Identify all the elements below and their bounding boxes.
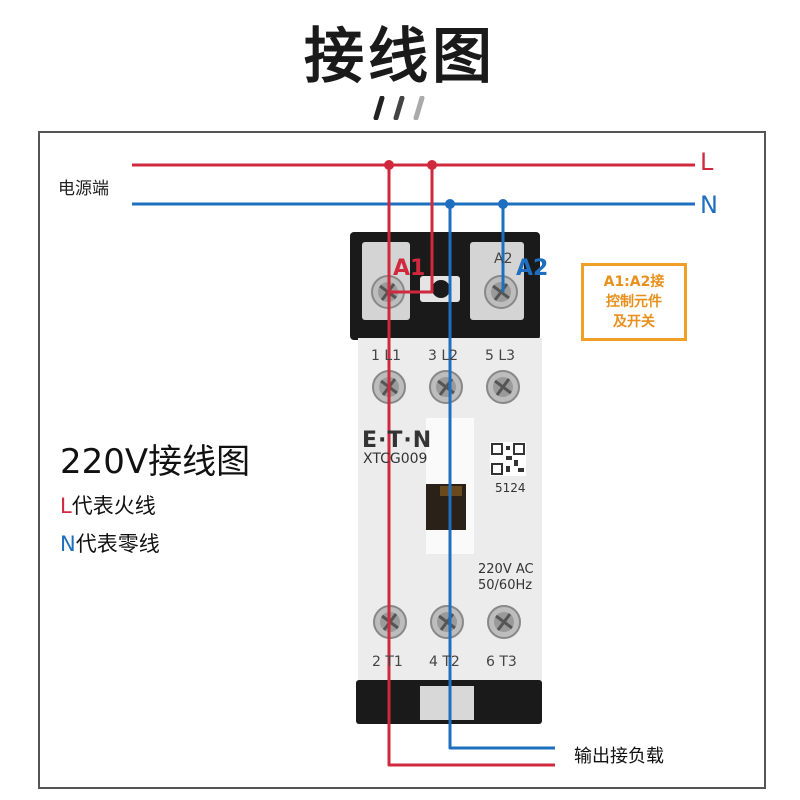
diagram-frame: [38, 131, 766, 789]
page-title: 接线图: [304, 22, 496, 92]
terminal-l2-screw: [429, 370, 463, 404]
source-label: 电源端: [58, 179, 109, 199]
terminal-label-l2: 3 L2: [428, 348, 459, 364]
legend-n-letter: N: [60, 532, 76, 556]
terminal-a2-print: A2: [494, 251, 513, 267]
coil-note-line: 控制元件: [606, 294, 662, 310]
terminal-l3-screw: [486, 370, 520, 404]
coil-note-line: A1:A2接: [603, 274, 665, 290]
legend-l: L代表火线: [60, 490, 156, 520]
legend-title: 220V接线图: [60, 442, 251, 482]
wire-l-to-l1-to-t1-output: [387, 165, 555, 767]
wire-n-label: N: [700, 191, 718, 219]
legend-n-text: 代表零线: [75, 532, 160, 556]
junction-n-a2: [498, 199, 508, 209]
terminal-t3-screw: [487, 605, 521, 639]
terminal-t2-screw: [430, 605, 464, 639]
rating-voltage: 220V AC: [478, 562, 534, 577]
brand-logo: E·T·N: [362, 428, 433, 453]
terminal-label-t3: 6 T3: [486, 654, 517, 670]
output-label: 输出接负载: [574, 746, 664, 767]
terminal-label-t2: 4 T2: [429, 654, 460, 670]
qr-code-icon: [490, 442, 526, 476]
junction-n-l2: [445, 199, 455, 209]
model-number: XTCG009: [363, 451, 428, 467]
terminal-label-t1: 2 T1: [372, 654, 403, 670]
coil-note: A1:A2接 控制元件 及开关: [581, 263, 687, 341]
terminal-a2-screw: [484, 275, 518, 309]
legend-l-text: 代表火线: [71, 494, 156, 518]
junction-l-l1: [384, 160, 394, 170]
a1-label: A1: [393, 256, 426, 281]
wire-l-to-a1: [388, 165, 434, 294]
legend-n: N代表零线: [60, 528, 160, 558]
rating-frequency: 50/60Hz: [478, 578, 533, 593]
junction-l-a1: [427, 160, 437, 170]
terminal-label-l3: 5 L3: [485, 348, 516, 364]
terminal-label-l1: 1 L1: [371, 348, 402, 364]
wire-l-label: L: [700, 148, 714, 176]
wire-junctions: [384, 160, 508, 209]
coil-note-line: 及开关: [613, 314, 655, 330]
title-decoration: [373, 96, 425, 120]
product-code: 5124: [495, 481, 526, 495]
a2-label: A2: [516, 256, 549, 281]
wire-n-to-l2-to-t2-output: [448, 204, 555, 750]
legend-l-letter: L: [60, 494, 72, 518]
